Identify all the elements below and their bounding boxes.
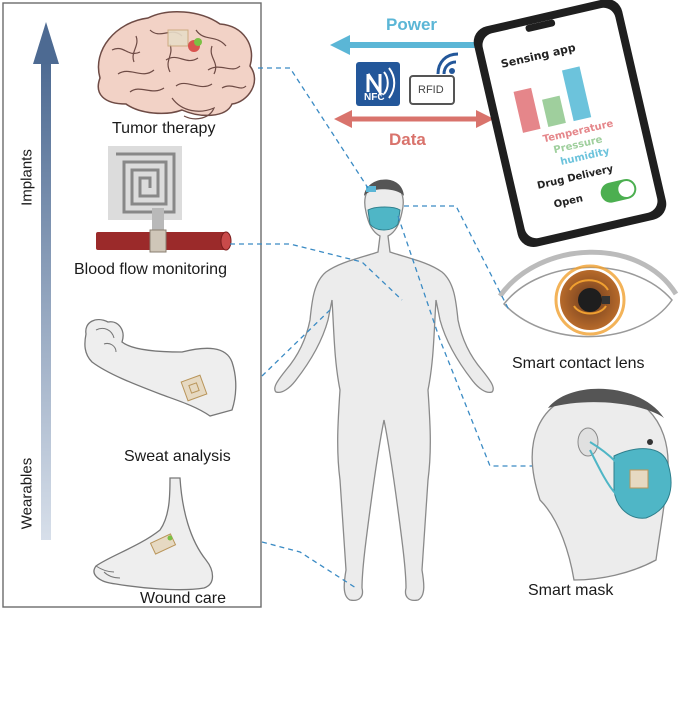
phone-toggle-label[interactable]: Open [553,193,584,210]
label-wearables: Wearables [19,454,36,534]
phone-drug-delivery: Drug Delivery [536,164,614,192]
phone-app-title: Sensing app [500,41,577,71]
